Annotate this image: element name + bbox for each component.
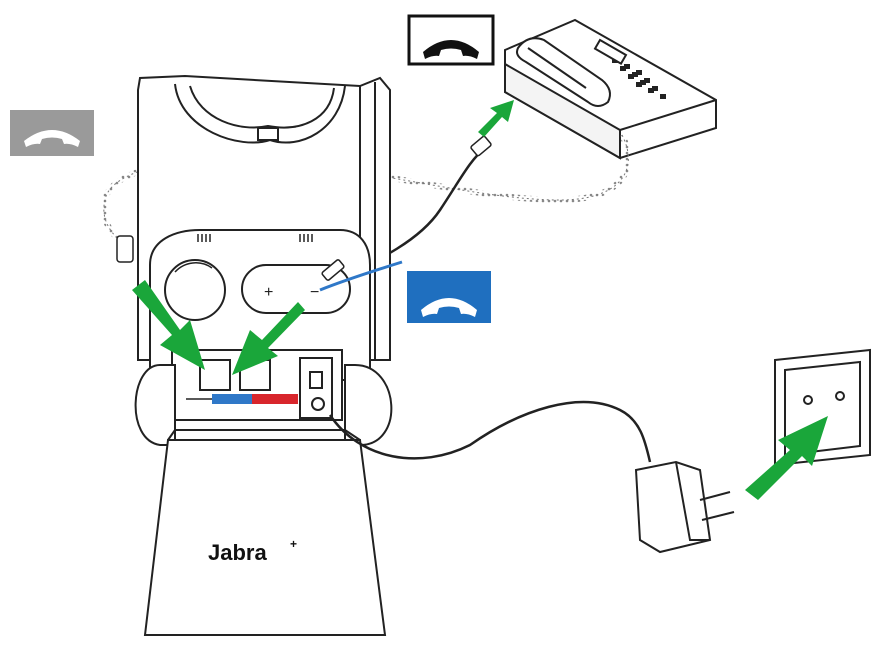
base-plate — [143, 439, 387, 636]
logo-text: Jabra — [208, 540, 267, 565]
socket-arrow — [745, 416, 828, 500]
plus-label: + — [264, 284, 273, 301]
switch-plug — [321, 259, 345, 281]
left-roller — [134, 364, 176, 446]
blue-port-strip — [212, 394, 252, 404]
jabra-logo: Jabra + — [208, 537, 297, 565]
vents — [197, 234, 313, 242]
base-unit: + − — [134, 74, 393, 636]
logo-mark: + — [290, 537, 297, 551]
handset-icon — [24, 130, 80, 147]
blue-cable — [319, 260, 403, 292]
desk-phone-icon-box — [407, 14, 495, 66]
power-cable — [328, 400, 652, 463]
volume-dial — [164, 259, 226, 321]
minus-label: − — [310, 284, 319, 301]
right-roller — [344, 364, 393, 446]
port-arrow-right — [232, 302, 305, 375]
port-arrow-left — [132, 280, 205, 370]
desk-telephone — [504, 18, 717, 160]
red-port-strip — [252, 394, 298, 404]
handset-icon — [421, 298, 477, 317]
base-phone-icon-box — [10, 110, 94, 156]
power-adapter — [634, 460, 735, 554]
connect-phone-arrow — [478, 100, 514, 137]
cable-connector — [470, 135, 492, 157]
handset-icon — [423, 40, 479, 59]
handset-cord-plug — [116, 235, 134, 263]
headset-phone-icon-box — [407, 271, 491, 323]
